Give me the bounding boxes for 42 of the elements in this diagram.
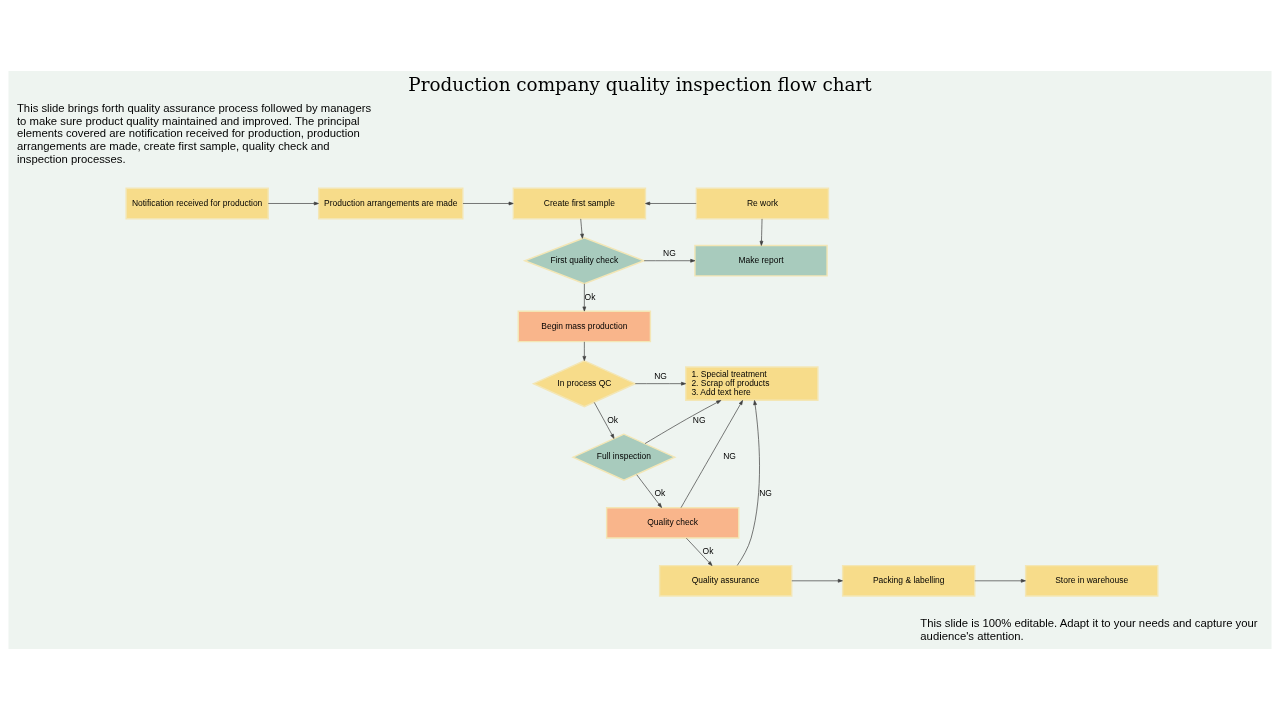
edge-label: Ok bbox=[584, 291, 596, 302]
arrow bbox=[759, 218, 764, 246]
arrow bbox=[582, 283, 587, 312]
arrow bbox=[644, 400, 722, 444]
node-diamond: First quality check bbox=[522, 237, 646, 285]
arrow bbox=[636, 474, 662, 508]
node-box: Quality assurance bbox=[658, 564, 793, 597]
node-box: Create first sample bbox=[512, 187, 647, 220]
node-box: Begin mass production bbox=[517, 310, 652, 343]
edge-label: NG bbox=[759, 488, 772, 499]
edge-label: NG bbox=[663, 248, 676, 259]
arrow bbox=[974, 578, 1026, 583]
arrow bbox=[582, 341, 587, 361]
label: This slide brings forth quality assurance process followed by managers to make sure product quality maintained and improved. The principal elements covered are notification received for production, production arrangements are made, create first sample, quality check and inspection processes. bbox=[16, 101, 372, 165]
arrow bbox=[634, 381, 687, 386]
node-box: Notification received for production bbox=[125, 187, 269, 220]
arrow bbox=[736, 400, 760, 566]
edge-label: NG bbox=[723, 451, 736, 462]
node-box: Quality check bbox=[605, 506, 740, 539]
arrow bbox=[267, 201, 319, 206]
node-box: Production arrangements are made bbox=[317, 187, 464, 220]
node-box: Re work bbox=[695, 187, 830, 220]
edge-label: NG bbox=[692, 414, 706, 425]
diagram-title: Production company quality inspection flow chart bbox=[408, 74, 872, 96]
arrow bbox=[593, 402, 615, 439]
arrow bbox=[791, 578, 843, 583]
arrow bbox=[462, 201, 514, 206]
label: This slide is 100% editable. Adapt it to your needs and capture your audience's attention. bbox=[920, 616, 1258, 642]
edge-label: Ok bbox=[702, 546, 714, 557]
edge-label: NG bbox=[654, 371, 667, 382]
arrow bbox=[580, 218, 584, 239]
edge-label: Ok bbox=[654, 488, 666, 499]
arrow bbox=[685, 537, 713, 566]
node-diamond: In process QC bbox=[531, 359, 637, 408]
arrow bbox=[643, 258, 696, 263]
node-box: Packing & labelling bbox=[841, 564, 976, 597]
node-box: Make report bbox=[694, 244, 828, 277]
arrow bbox=[680, 400, 743, 508]
edge-label: Ok bbox=[607, 414, 619, 425]
node-box: 1. Special treatment 2. Scrap off products 3. Add text here bbox=[685, 366, 819, 401]
node-box: Store in warehouse bbox=[1024, 564, 1159, 597]
arrow bbox=[645, 201, 697, 206]
